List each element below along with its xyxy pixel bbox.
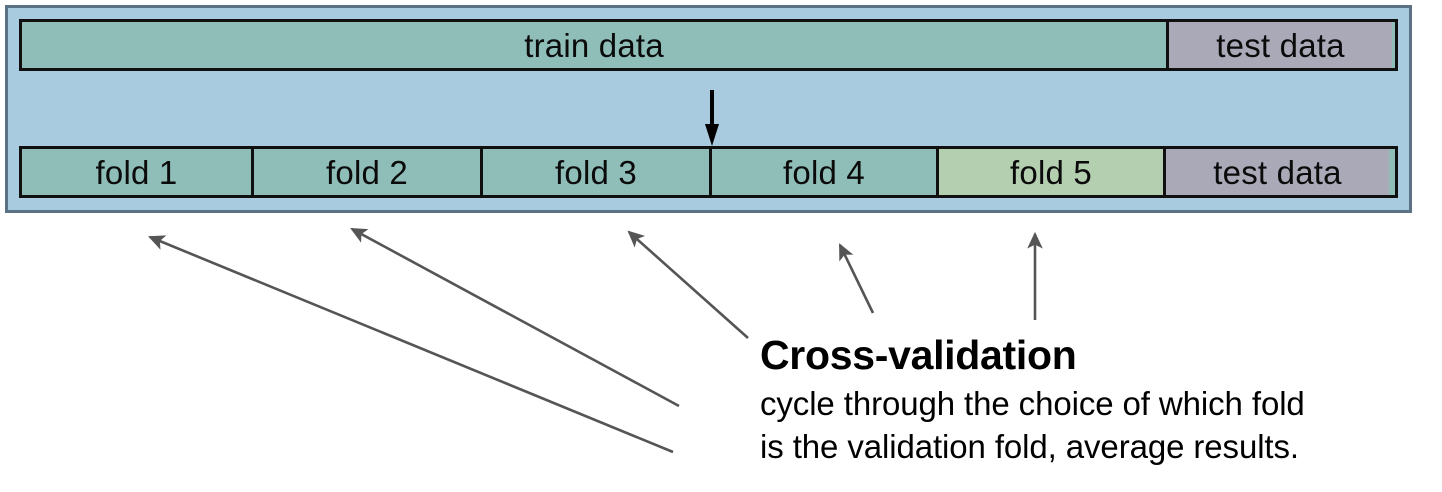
test-data-cell-top[interactable]: test data (1166, 22, 1392, 68)
fold-3-cell[interactable]: fold 3 (480, 149, 709, 195)
fold-5-cell[interactable]: fold 5 (936, 149, 1163, 195)
caption-line-2: is the validation fold, average results. (760, 427, 1299, 465)
fold-2-cell[interactable]: fold 2 (251, 149, 480, 195)
fold-4-cell[interactable]: fold 4 (709, 149, 936, 195)
arrow-to-fold-2 (350, 227, 680, 408)
test-data-label-top: test data (1216, 26, 1345, 64)
caption-line-1: cycle through the choice of which fold (760, 385, 1305, 423)
caption-title: Cross-validation (760, 332, 1077, 378)
arrow-down-icon (705, 90, 719, 146)
arrow-to-fold-1 (148, 235, 674, 454)
fold-2-label: fold 2 (326, 153, 408, 191)
fold-1-label: fold 1 (95, 153, 178, 191)
fold-5-label: fold 5 (1010, 153, 1092, 191)
fold-4-label: fold 4 (783, 153, 865, 191)
original-split-row: train data test data (19, 19, 1398, 71)
test-data-cell-bottom[interactable]: test data (1163, 149, 1389, 195)
caption-block: Cross-validation cycle through the choic… (760, 332, 1436, 468)
fold-1-cell[interactable]: fold 1 (22, 149, 251, 195)
test-data-label-bottom: test data (1213, 153, 1342, 191)
fold-3-label: fold 3 (555, 153, 637, 191)
diagram-frame: train data test data fold 1 fold 2 fold … (5, 5, 1412, 213)
train-data-cell[interactable]: train data (22, 22, 1166, 68)
arrow-to-fold-4 (838, 243, 875, 314)
fold-split-row: fold 1 fold 2 fold 3 fold 4 fold 5 test … (19, 146, 1398, 198)
arrow-to-fold-3 (627, 230, 749, 339)
train-data-label: train data (524, 26, 664, 64)
caption-body: cycle through the choice of which fold i… (760, 383, 1436, 467)
